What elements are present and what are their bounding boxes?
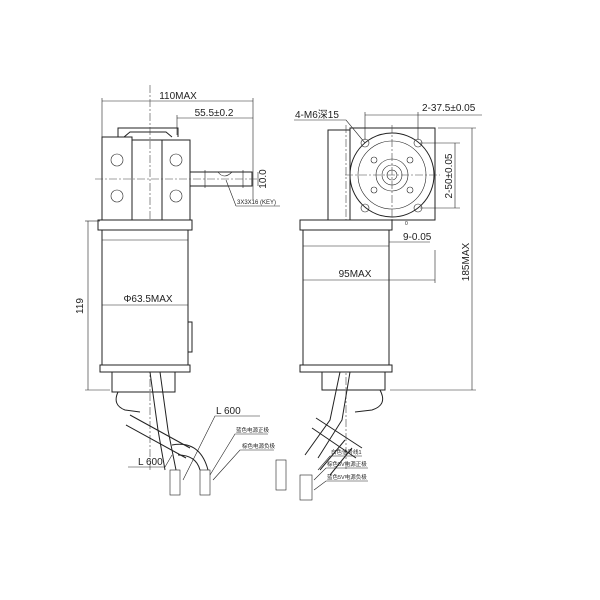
cable-tie: [125, 414, 191, 459]
cable: [304, 371, 351, 459]
label-wire-white-signal: 白色信号线1: [331, 448, 362, 456]
wire-terminal: [199, 469, 211, 496]
leader-wire: [313, 467, 368, 481]
label-key-width-upper: 0: [405, 221, 408, 227]
bearing-ball: [110, 153, 124, 167]
bearing-housing-right: [161, 139, 191, 221]
side-end-cap: [299, 364, 393, 373]
leader-cable-2: [128, 454, 173, 468]
bearing-ball: [110, 189, 124, 203]
label-hole-spacing-v: 2-50±0.05: [444, 153, 455, 198]
end-cap: [99, 364, 191, 373]
leader-wire: [212, 449, 274, 481]
label-key: 3X3X16 (KEY): [237, 200, 276, 206]
leader-cable-1: [182, 415, 260, 481]
label-overall-height: 185MAX: [461, 242, 472, 281]
keyway: [217, 171, 233, 177]
leader-wire: [313, 480, 368, 491]
bearing-housing-left: [101, 136, 133, 223]
flange-plate: [97, 219, 193, 231]
label-wire-brown-negative: 棕色电源负极: [242, 442, 276, 450]
side-view: 4-M6深15 2-37.5±0.05 2-50±0.05 0 9-0.05 9…: [275, 103, 482, 501]
cable: [319, 439, 353, 476]
wire-terminal: [299, 474, 313, 501]
side-tab: [187, 321, 193, 353]
bearing-ball: [169, 189, 183, 203]
label-wire-blue-5v-negative: 蓝色5V电源负极: [327, 473, 367, 481]
mount-hole: [360, 203, 370, 213]
leader-wire: [209, 433, 268, 476]
label-shaft-offset: 55.5±0.2: [195, 108, 234, 119]
label-wire-blue-positive: 蓝色电源正极: [236, 426, 270, 434]
label-shaft-diameter: 10.0: [258, 169, 269, 189]
side-motor-body: [302, 229, 390, 366]
leader-mount-holes: [294, 119, 366, 144]
gear-chamber: [131, 139, 163, 223]
label-wire-brown-5v-positive: 棕色5V电源正极: [327, 460, 367, 468]
label-body-height: 119: [75, 298, 86, 314]
motor-body: [101, 229, 189, 366]
label-mount-holes: 4-M6深15: [295, 109, 339, 121]
label-key-width: 9-0.05: [403, 232, 432, 243]
leader-wire: [317, 455, 362, 471]
cable-tie: [311, 417, 363, 459]
connector-housing: [111, 372, 176, 393]
gearbox-cover: [117, 127, 179, 138]
label-cable-length-2: L 600: [138, 457, 163, 468]
bearing-ball: [169, 153, 183, 167]
screw-hole: [370, 186, 378, 194]
cable-clip: [354, 389, 384, 413]
screw-hole: [406, 186, 414, 194]
label-body-diameter: Φ63.5MAX: [123, 294, 172, 305]
screw-hole: [406, 156, 414, 164]
side-flange-plate: [299, 219, 393, 231]
leader-key: [225, 179, 237, 207]
front-view: 110MAX 55.5±0.2 10.0 3X3X16 (KEY) Φ63.5M…: [75, 85, 280, 496]
cable-clip: [115, 391, 141, 413]
label-cable-length-1: L 600: [216, 406, 241, 417]
label-body-depth: 95MAX: [339, 269, 372, 280]
wire-terminal: [275, 459, 287, 491]
screw-hole: [370, 156, 378, 164]
wire-terminal: [169, 469, 181, 496]
side-connector-housing: [321, 372, 386, 391]
cable: [171, 443, 209, 471]
label-overall-width: 110MAX: [159, 91, 197, 102]
label-hole-spacing-h: 2-37.5±0.05: [422, 103, 476, 114]
